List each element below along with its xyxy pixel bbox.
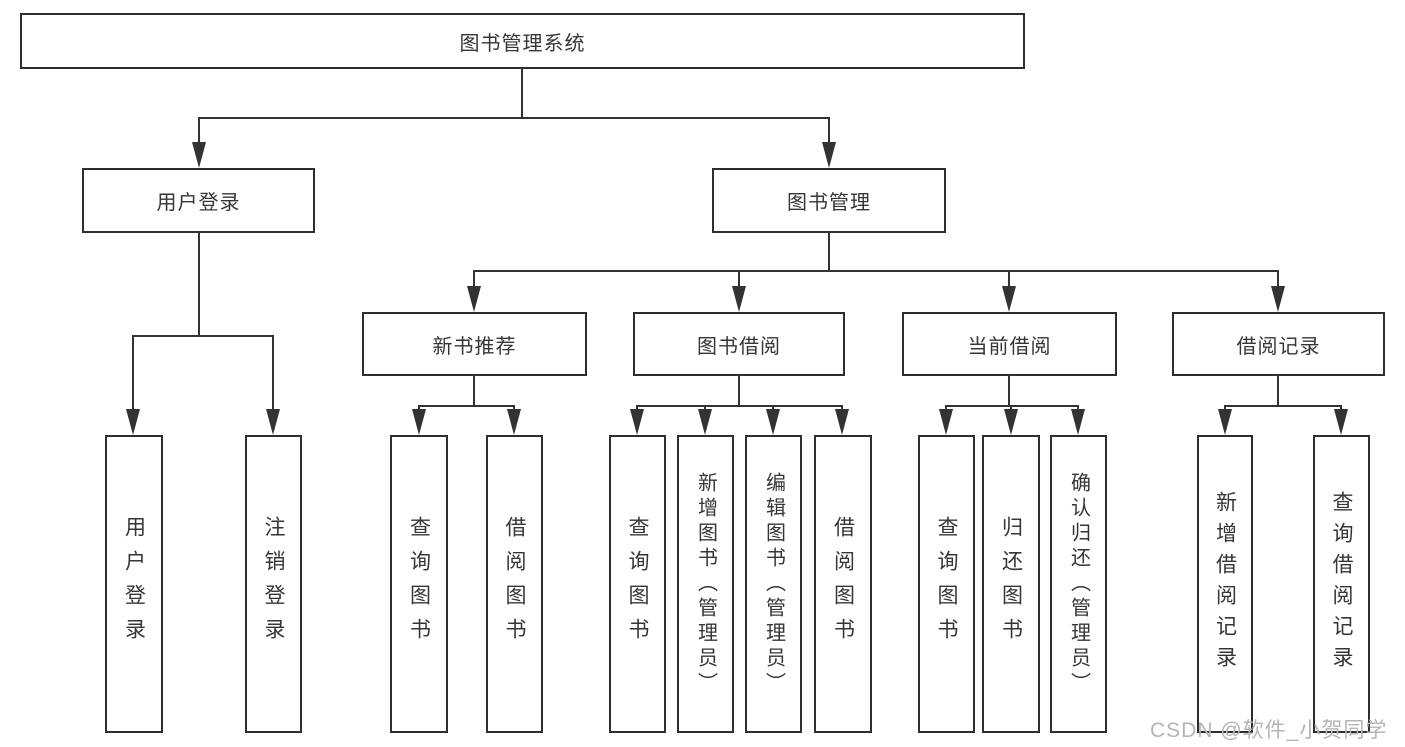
node-label: 当前借阅 — [967, 335, 1052, 358]
connector-new-book-stub — [473, 375, 475, 405]
connector-book-borrow-bar — [636, 405, 843, 407]
connector-user-login-stub — [198, 232, 200, 335]
node-current-borrow: 当前借阅 — [902, 312, 1117, 376]
connector-level1-bar — [198, 117, 830, 119]
connector-to-leaf-login — [132, 335, 134, 409]
connector-new-book-bar — [418, 405, 515, 407]
leaf-label: 注销登录 — [262, 516, 285, 652]
leaf-query-books-recommend: 查询图书 — [390, 435, 448, 733]
arrowhead-to-book-management — [822, 142, 836, 168]
connector-leaf — [945, 405, 947, 411]
node-label: 用户登录 — [156, 192, 241, 214]
leaf-label: 借阅图书 — [831, 516, 855, 652]
arrowhead-leaf — [939, 409, 953, 435]
leaf-query-borrow-record: 查询借阅记录 — [1313, 435, 1370, 733]
connector-to-book-management — [828, 117, 830, 142]
leaf-label: 查询图书 — [935, 516, 958, 652]
leaf-label: 新增借阅记录 — [1213, 491, 1237, 677]
connector-current-borrow-stub — [1008, 375, 1010, 405]
connector-to-leaf-logout — [272, 335, 274, 409]
connector-book-management-stub — [828, 232, 830, 270]
connector-leaf — [418, 405, 420, 411]
arrowhead-leaf — [412, 409, 426, 435]
arrowhead-to-book-borrow — [732, 286, 746, 312]
arrowhead-leaf — [766, 409, 780, 435]
node-book-management: 图书管理 — [712, 168, 946, 233]
leaf-edit-books-admin: 编辑图书（管理员） — [745, 435, 802, 733]
connector-leaf — [513, 405, 515, 411]
node-user-login: 用户登录 — [82, 168, 315, 233]
node-label: 新书推荐 — [432, 335, 517, 358]
csdn-watermark: CSDN @软件_小贺同学 — [1150, 719, 1388, 742]
leaf-label: 用户登录 — [122, 516, 146, 652]
connector-borrow-records-bar — [1224, 405, 1341, 407]
arrowhead-to-leaf-login — [126, 409, 140, 435]
node-label: 图书借阅 — [697, 335, 781, 358]
arrowhead-leaf — [630, 409, 644, 435]
leaf-label: 查询图书 — [626, 516, 649, 652]
leaf-label: 查询借阅记录 — [1330, 491, 1353, 677]
arrowhead-to-new-book — [467, 286, 481, 312]
arrowhead-to-leaf-logout — [266, 409, 280, 435]
leaf-user-login: 用户登录 — [105, 435, 163, 733]
connector-leaf — [1010, 405, 1012, 411]
arrowhead-leaf — [1334, 409, 1348, 435]
connector-leaf — [841, 405, 843, 411]
connector-borrow-records-stub — [1277, 375, 1279, 405]
arrowhead-leaf — [1004, 409, 1018, 435]
leaf-label: 借阅图书 — [503, 516, 526, 652]
arrowhead-leaf — [1218, 409, 1232, 435]
node-new-book-recommend: 新书推荐 — [362, 312, 587, 376]
node-label: 图书管理系统 — [459, 32, 586, 55]
node-library-management-system: 图书管理系统 — [20, 13, 1025, 69]
connector-leaf — [772, 405, 774, 411]
arrowhead-to-borrow-records — [1271, 286, 1285, 312]
connector-to-current-borrow — [1008, 270, 1010, 286]
node-label: 借阅记录 — [1236, 335, 1321, 358]
connector-user-login-bar — [132, 335, 274, 337]
connector-level2-bar — [473, 270, 1279, 272]
leaf-label: 编辑图书（管理员） — [762, 471, 785, 697]
connector-leaf — [1340, 405, 1342, 411]
arrowhead-leaf — [507, 409, 521, 435]
leaf-label: 查询图书 — [407, 516, 431, 652]
connector-root-stub — [521, 68, 523, 117]
leaf-query-books-current: 查询图书 — [918, 435, 975, 733]
connector-leaf — [1224, 405, 1226, 411]
connector-to-new-book — [473, 270, 475, 286]
leaf-borrow-books: 借阅图书 — [814, 435, 872, 733]
connector-book-borrow-stub — [738, 375, 740, 405]
leaf-logout: 注销登录 — [245, 435, 302, 733]
arrowhead-leaf — [835, 409, 849, 435]
leaf-label: 归还图书 — [999, 516, 1023, 652]
arrowhead-leaf — [698, 409, 712, 435]
leaf-return-books: 归还图书 — [982, 435, 1040, 733]
arrowhead-leaf — [1071, 409, 1085, 435]
node-book-borrow: 图书借阅 — [633, 312, 845, 376]
leaf-label: 新增图书（管理员） — [694, 471, 717, 697]
connector-leaf — [636, 405, 638, 411]
arrowhead-to-user-login — [192, 142, 206, 168]
leaf-add-borrow-record: 新增借阅记录 — [1197, 435, 1253, 733]
leaf-label: 确认归还（管理员） — [1067, 471, 1090, 697]
connector-to-book-borrow — [738, 270, 740, 286]
node-label: 图书管理 — [787, 192, 871, 214]
connector-leaf — [1077, 405, 1079, 411]
connector-to-user-login — [198, 117, 200, 142]
node-borrow-records: 借阅记录 — [1172, 312, 1385, 376]
leaf-borrow-books-recommend: 借阅图书 — [486, 435, 543, 733]
arrowhead-to-current-borrow — [1002, 286, 1016, 312]
leaf-confirm-return-admin: 确认归还（管理员） — [1050, 435, 1107, 733]
connector-to-borrow-records — [1277, 270, 1279, 286]
leaf-add-books-admin: 新增图书（管理员） — [677, 435, 734, 733]
leaf-query-books-borrow: 查询图书 — [609, 435, 666, 733]
connector-leaf — [704, 405, 706, 411]
